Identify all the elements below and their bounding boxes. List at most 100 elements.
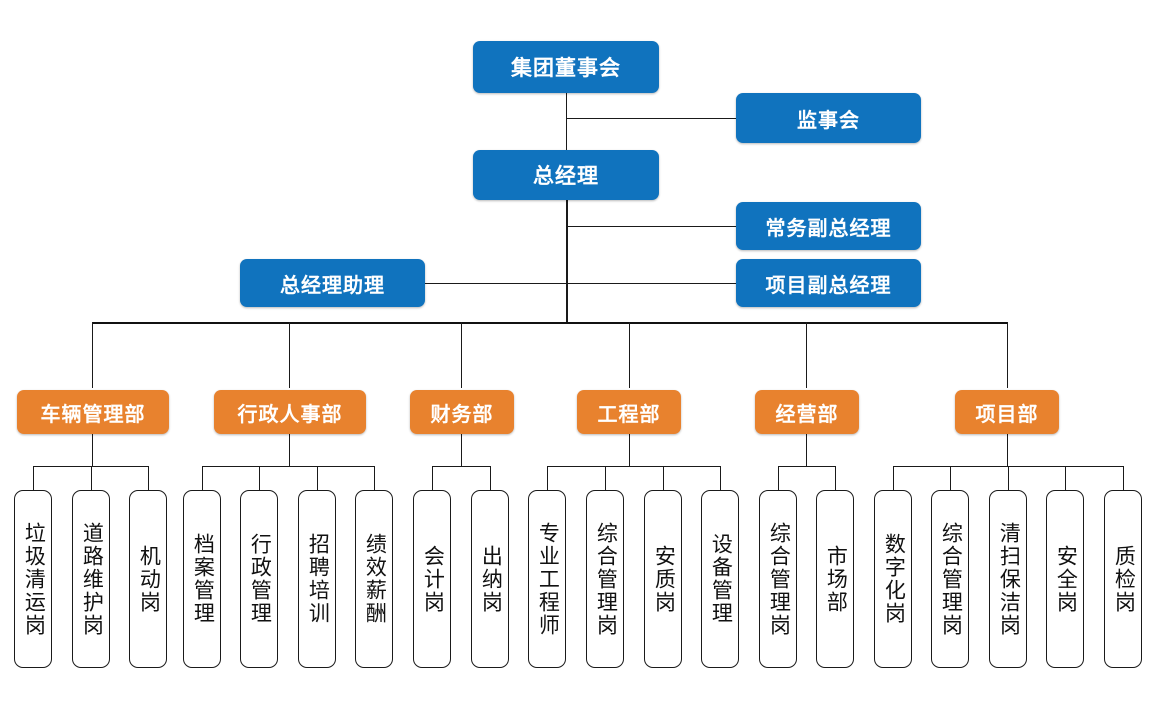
- node-department-admin-hr-label: 行政人事部: [237, 403, 343, 426]
- connector-dept1-drop-2: [91, 466, 92, 491]
- node-department-project-label: 项目部: [975, 403, 1039, 426]
- leaf-position-engineering-2[interactable]: 综合管理岗: [586, 490, 624, 668]
- leaf-position-project-3[interactable]: 清扫保洁岗: [989, 490, 1027, 668]
- leaf-position-project-1[interactable]: 数字化岗: [874, 490, 912, 668]
- leaf-position-engineering-1[interactable]: 专业工程师: [528, 490, 566, 668]
- leaf-position-hr-4[interactable]: 绩效薪酬: [355, 490, 393, 668]
- node-department-operations-label: 经营部: [775, 403, 839, 426]
- connector-dept3-drop-1: [432, 466, 433, 491]
- node-department-vehicle-management[interactable]: 车辆管理部: [17, 390, 169, 434]
- node-general-manager-label: 总经理: [533, 165, 599, 188]
- connector-bus-to-dept-5: [806, 322, 807, 388]
- leaf-position-project-5[interactable]: 质检岗: [1104, 490, 1142, 668]
- connector-dept4-drop-2: [605, 466, 606, 491]
- connector-dept3-drop-2: [490, 466, 491, 491]
- connector-dept1-drop-1: [33, 466, 34, 491]
- leaf-position-hr-1[interactable]: 档案管理: [183, 490, 221, 668]
- node-department-admin-hr[interactable]: 行政人事部: [214, 390, 366, 434]
- connector-gm-trunk-to-supervisory: [566, 118, 736, 119]
- leaf-position-finance-2-label: 出纳岗: [479, 544, 503, 614]
- connector-bus-to-dept-4: [629, 322, 630, 388]
- connector-dept2-drop-3: [317, 466, 318, 491]
- connector-dept4-stem: [629, 427, 630, 466]
- leaf-position-engineering-3[interactable]: 安质岗: [644, 490, 682, 668]
- leaf-position-project-5-label: 质检岗: [1112, 544, 1136, 614]
- node-executive-deputy-gm-label: 常务副总经理: [765, 217, 892, 240]
- leaf-position-hr-2[interactable]: 行政管理: [240, 490, 278, 668]
- connector-dept6-drop-2: [950, 466, 951, 491]
- node-executive-deputy-gm[interactable]: 常务副总经理: [736, 202, 921, 250]
- connector-trunk-to-exec-deputy: [566, 226, 736, 227]
- leaf-position-hr-4-label: 绩效薪酬: [363, 533, 387, 625]
- leaf-position-vehicle-3-label: 机动岗: [137, 544, 161, 614]
- node-board-of-directors[interactable]: 集团董事会: [473, 41, 659, 93]
- leaf-position-project-4[interactable]: 安全岗: [1046, 490, 1084, 668]
- connector-dept5-drop-1: [778, 466, 779, 491]
- node-department-engineering-label: 工程部: [597, 403, 661, 426]
- connector-dept4-drop-3: [663, 466, 664, 491]
- connector-dept4-bus: [547, 466, 721, 467]
- leaf-position-operations-2[interactable]: 市场部: [816, 490, 854, 668]
- node-department-operations[interactable]: 经营部: [755, 390, 859, 434]
- connector-dept5-bus: [778, 466, 836, 467]
- connector-dept1-drop-3: [148, 466, 149, 491]
- leaf-position-engineering-4[interactable]: 设备管理: [701, 490, 739, 668]
- leaf-position-engineering-2-label: 综合管理岗: [594, 521, 618, 637]
- node-board-of-directors-label: 集团董事会: [511, 57, 621, 80]
- connector-dept2-drop-4: [374, 466, 375, 491]
- connector-dept5-stem: [806, 427, 807, 466]
- node-general-manager[interactable]: 总经理: [473, 150, 659, 200]
- node-supervisory-board[interactable]: 监事会: [736, 93, 921, 143]
- node-gm-assistant-label: 总经理助理: [280, 274, 385, 297]
- connector-dept5-drop-2: [835, 466, 836, 491]
- leaf-position-project-2[interactable]: 综合管理岗: [931, 490, 969, 668]
- connector-gm-down-trunk: [566, 199, 568, 323]
- leaf-position-vehicle-3[interactable]: 机动岗: [129, 490, 167, 668]
- leaf-position-vehicle-2[interactable]: 道路维护岗: [72, 490, 110, 668]
- leaf-position-finance-2[interactable]: 出纳岗: [471, 490, 509, 668]
- leaf-position-vehicle-2-label: 道路维护岗: [80, 521, 104, 637]
- node-department-vehicle-management-label: 车辆管理部: [40, 403, 146, 426]
- leaf-position-project-4-label: 安全岗: [1054, 544, 1078, 614]
- connector-dept6-drop-4: [1065, 466, 1066, 491]
- connector-bus-to-dept-3: [461, 322, 462, 388]
- leaf-position-finance-1[interactable]: 会计岗: [413, 490, 451, 668]
- connector-dept2-drop-1: [202, 466, 203, 491]
- leaf-position-project-1-label: 数字化岗: [882, 533, 906, 625]
- node-department-finance[interactable]: 财务部: [410, 390, 514, 434]
- leaf-position-hr-3[interactable]: 招聘培训: [298, 490, 336, 668]
- node-department-engineering[interactable]: 工程部: [577, 390, 681, 434]
- connector-bus-to-dept-1: [92, 322, 93, 388]
- leaf-position-engineering-4-label: 设备管理: [709, 533, 733, 625]
- connector-dept6-drop-1: [893, 466, 894, 491]
- connector-dept3-stem: [461, 427, 462, 466]
- connector-bus-to-dept-2: [289, 322, 290, 388]
- leaf-position-vehicle-1-label: 垃圾清运岗: [22, 521, 46, 637]
- node-supervisory-board-label: 监事会: [797, 109, 860, 132]
- leaf-position-vehicle-1[interactable]: 垃圾清运岗: [14, 490, 52, 668]
- leaf-position-project-2-label: 综合管理岗: [939, 521, 963, 637]
- node-department-project[interactable]: 项目部: [955, 390, 1059, 434]
- leaf-position-operations-1-label: 综合管理岗: [767, 521, 791, 637]
- connector-assistant-to-project-deputy: [424, 283, 736, 284]
- node-gm-assistant[interactable]: 总经理助理: [240, 259, 425, 307]
- leaf-position-project-3-label: 清扫保洁岗: [997, 521, 1021, 637]
- connector-dept6-drop-5: [1123, 466, 1124, 491]
- connector-dept6-stem: [1007, 427, 1008, 466]
- connector-dept2-bus: [202, 466, 375, 467]
- connector-dept4-drop-1: [547, 466, 548, 491]
- leaf-position-hr-3-label: 招聘培训: [306, 533, 330, 625]
- connector-board-to-gm: [566, 92, 567, 152]
- leaf-position-operations-1[interactable]: 综合管理岗: [759, 490, 797, 668]
- connector-dept1-stem: [92, 427, 93, 466]
- leaf-position-operations-2-label: 市场部: [824, 544, 848, 614]
- connector-dept2-stem: [289, 427, 290, 466]
- leaf-position-finance-1-label: 会计岗: [421, 544, 445, 614]
- node-project-deputy-gm-label: 项目副总经理: [765, 274, 892, 297]
- connector-dept4-drop-4: [720, 466, 721, 491]
- node-project-deputy-gm[interactable]: 项目副总经理: [736, 259, 921, 307]
- connector-bus-to-dept-6: [1007, 322, 1008, 388]
- connector-dept6-drop-3: [1008, 466, 1009, 491]
- leaf-position-hr-1-label: 档案管理: [191, 533, 215, 625]
